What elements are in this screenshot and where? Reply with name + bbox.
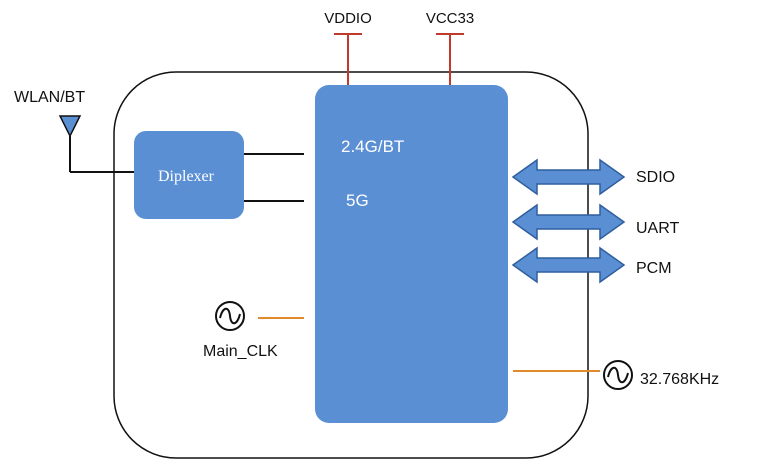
antenna-label: WLAN/BT <box>14 89 85 106</box>
vcc33-label: VCC33 <box>426 10 474 27</box>
sdio-arrow <box>511 158 626 196</box>
pcm-label: PCM <box>636 260 672 277</box>
pcm-arrow <box>511 246 626 284</box>
antenna-icon <box>58 115 134 173</box>
band-24-label: 2.4G/BT <box>341 137 404 156</box>
power-rail-vcc33: VCC33 <box>426 10 474 85</box>
sdio-label: SDIO <box>636 169 675 186</box>
main-clock-icon <box>215 301 245 331</box>
rtc-clock-label: 32.768KHz <box>640 371 719 388</box>
uart-label: UART <box>636 220 679 237</box>
main-clock-label: Main_CLK <box>203 343 278 360</box>
band-5-label: 5G <box>346 191 369 210</box>
wifi-bt-chip <box>315 85 508 423</box>
diplexer-block <box>134 131 244 219</box>
uart-arrow <box>511 203 626 241</box>
vddio-label: VDDIO <box>324 10 372 27</box>
power-rail-vddio: VDDIO <box>324 10 372 85</box>
rtc-clock-icon <box>603 360 633 390</box>
diplexer-label: Diplexer <box>158 168 215 185</box>
